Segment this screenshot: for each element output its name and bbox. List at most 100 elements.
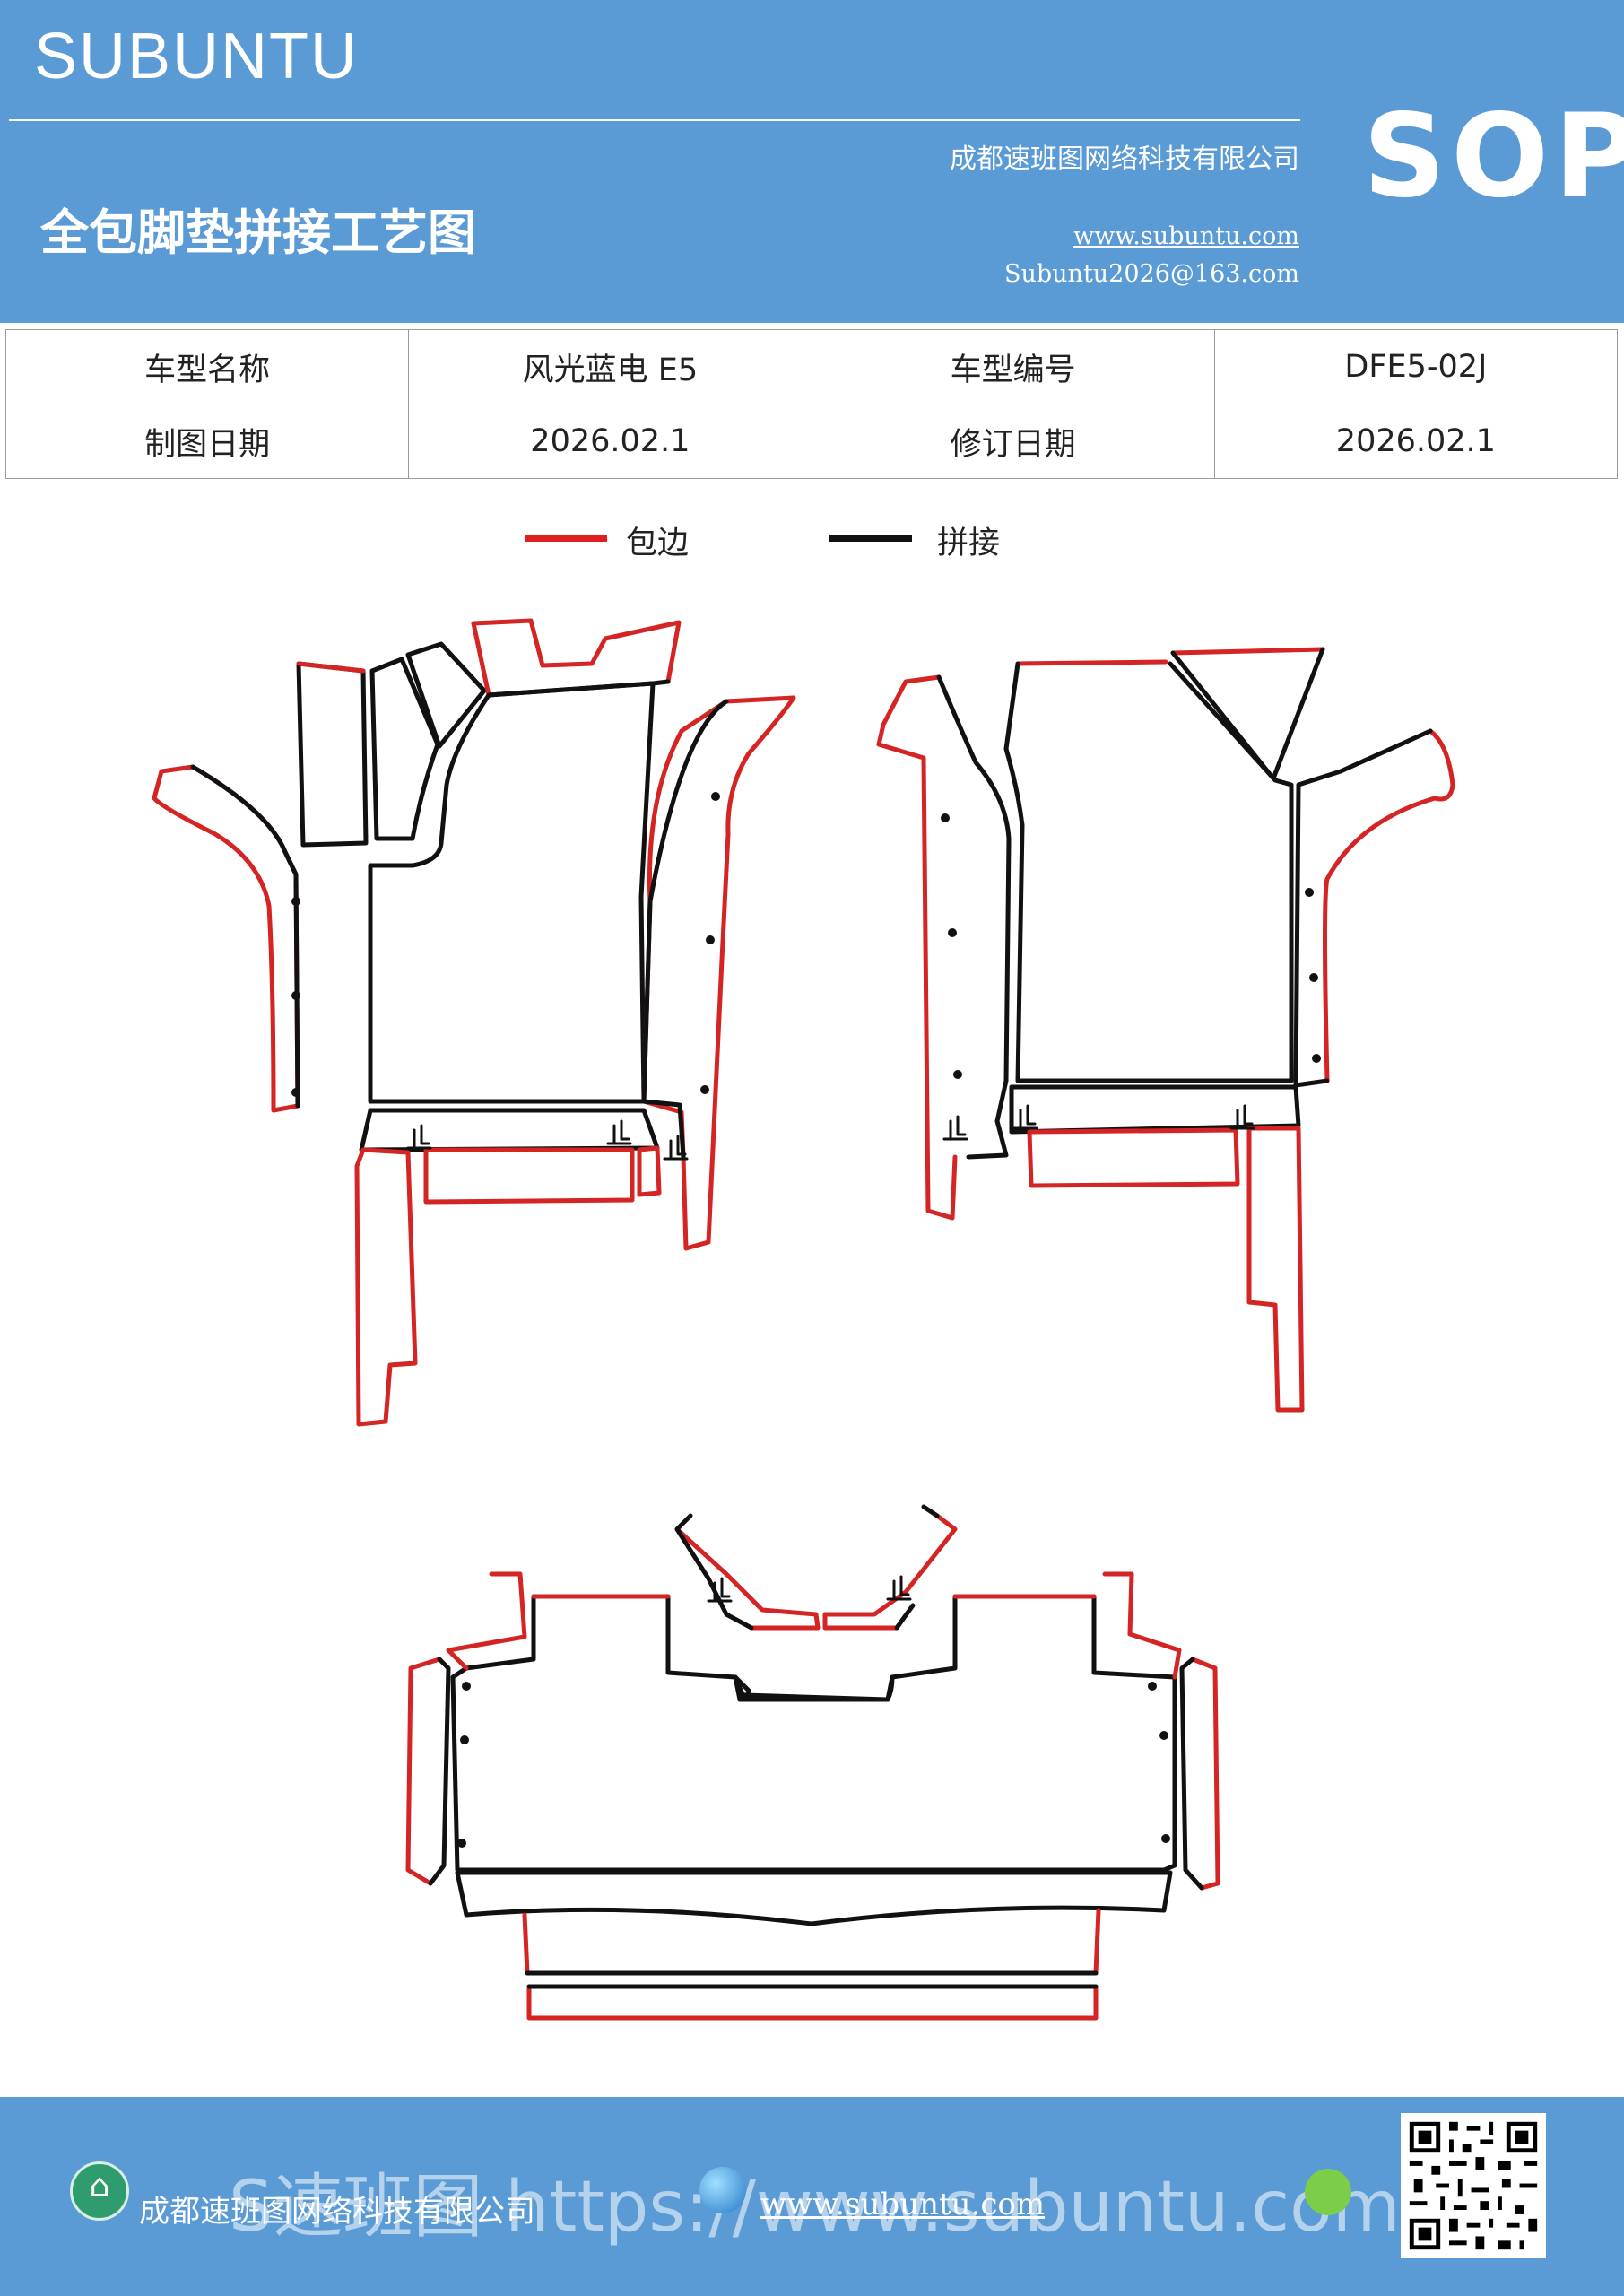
- splice-mark: [942, 1115, 968, 1141]
- building-icon: [70, 2161, 129, 2221]
- table-cell: 修订日期: [811, 404, 1215, 479]
- passenger-main-mat: [1015, 659, 1168, 666]
- footer-banner: S速班图 https://www.subuntu.com 成都速班图网络科技有限…: [0, 2097, 1624, 2296]
- footer-website-link[interactable]: www.subuntu.com: [760, 2187, 1046, 2222]
- splice-mark: [1012, 1104, 1038, 1130]
- clip-dot: [941, 813, 950, 822]
- clip-dot: [1305, 888, 1314, 897]
- driver-left-strip: [296, 661, 369, 848]
- splice-marks: [406, 1104, 1255, 1603]
- passenger-rear-strip: [1027, 1127, 1240, 1188]
- clip-dot: [291, 1088, 300, 1097]
- driver-rear-strip: [354, 1147, 418, 1427]
- table-cell: 车型名称: [4, 329, 410, 404]
- rear-bottom-strip-2: [526, 1984, 1099, 2021]
- splice-mark: [406, 1124, 432, 1150]
- rear-tab-right: [822, 1513, 958, 1631]
- legend-swatch-edge: [525, 535, 607, 542]
- clip-dot: [462, 1682, 471, 1691]
- rear-main-mat: [450, 1594, 1177, 1873]
- rear-right-corner: [1102, 1571, 1182, 1680]
- driver-left-strip-edge: [296, 661, 366, 674]
- table-cell: 制图日期: [4, 404, 410, 479]
- sop-badge: SOP: [1363, 90, 1624, 223]
- legend: 包边 拼接: [0, 523, 1624, 577]
- splice-mark: [606, 1119, 632, 1145]
- table-row: 制图日期 2026.02.1 修订日期 2026.02.1: [4, 404, 1619, 479]
- legend-label-seam: 拼接: [937, 526, 1001, 561]
- table-cell: 2026.02.1: [1213, 404, 1619, 479]
- driver-outer-strip: [152, 764, 300, 1113]
- rear-tab-right-seam: [894, 1504, 940, 1631]
- driver-rear-strip-2: [423, 1147, 635, 1205]
- company-name: 成都速班图网络科技有限公司: [950, 144, 1299, 175]
- passenger-right-strip-seam: [1293, 728, 1433, 1088]
- table-cell: 2026.02.1: [408, 404, 812, 479]
- rear-tab-left-seam: [674, 1513, 754, 1631]
- clip-markers: [291, 792, 1321, 1848]
- clip-dot: [1161, 1834, 1170, 1843]
- driver-side-mats: [152, 618, 796, 1427]
- rear-right-strip-seam: [1179, 1657, 1204, 1891]
- clip-dot: [291, 991, 300, 1000]
- rear-bottom-strip: [522, 1908, 1101, 1976]
- rear-bottom-seam-band: [455, 1870, 1173, 1926]
- passenger-side-mats: [876, 647, 1455, 1413]
- passenger-rear-strip-2: [1246, 1126, 1305, 1413]
- footer-company-name: 成都速班图网络科技有限公司: [139, 2194, 535, 2230]
- passenger-left-strip: [876, 674, 958, 1221]
- footer-watermark: S速班图 https://www.subuntu.com: [229, 2167, 1401, 2248]
- driver-rear-strip-3: [637, 1145, 662, 1197]
- driver-left-strip-2: [369, 657, 440, 841]
- rear-left-corner: [446, 1571, 527, 1671]
- qr-code: [1401, 2113, 1546, 2258]
- splice-mark: [707, 1577, 733, 1603]
- rear-seat-mats: [405, 1504, 1220, 2021]
- rear-tab-left: [674, 1526, 821, 1631]
- rear-center-tab: [733, 1674, 895, 1702]
- clip-dot: [948, 928, 957, 937]
- clip-dot: [700, 1085, 709, 1094]
- table-cell: 风光蓝电 E5: [408, 329, 812, 404]
- legend-label-edge: 包边: [626, 526, 690, 561]
- passenger-bottom-seam-band: [1009, 1084, 1301, 1135]
- legend-swatch-seam: [829, 535, 912, 542]
- passenger-left-strip-seam: [936, 674, 1012, 1160]
- passenger-corner-piece-seam: [1170, 647, 1325, 781]
- clip-dot: [1159, 1731, 1168, 1740]
- clip-dot: [1148, 1682, 1157, 1691]
- brand-logo: SUBUNTU: [34, 21, 360, 92]
- rear-right-strip: [1190, 1657, 1220, 1891]
- splice-mark: [1229, 1104, 1255, 1130]
- driver-top-seam: [486, 679, 671, 698]
- passenger-main-mat-body: [1003, 661, 1294, 1083]
- clip-dot: [706, 935, 715, 944]
- header-banner: SUBUNTU SOP 全包脚垫拼接工艺图 成都速班图网络科技有限公司 www.…: [0, 0, 1624, 323]
- driver-outer-strip-seam: [190, 764, 300, 1109]
- clip-dot: [457, 1839, 466, 1848]
- passenger-corner-piece: [1170, 647, 1325, 656]
- globe-icon: [699, 2167, 746, 2213]
- rear-left-strip: [405, 1657, 442, 1886]
- clip-dot: [291, 897, 300, 906]
- email-address: Subuntu2026@163.com: [1004, 260, 1299, 288]
- vehicle-info-table: 车型名称 风光蓝电 E5 车型编号 DFE5-02J 制图日期 2026.02.…: [4, 329, 1619, 479]
- header-divider: [9, 119, 1300, 121]
- clip-dot: [1309, 973, 1318, 982]
- clip-dot: [460, 1735, 469, 1744]
- driver-left-strip-3: [405, 641, 487, 749]
- driver-door-strip-seam: [641, 699, 729, 1160]
- driver-top-edge: [471, 618, 682, 698]
- website-link[interactable]: www.subuntu.com: [1073, 222, 1299, 250]
- table-cell: DFE5-02J: [1213, 329, 1619, 404]
- driver-main-mat: [368, 681, 656, 1104]
- table-row: 车型名称 风光蓝电 E5 车型编号 DFE5-02J: [4, 329, 1619, 404]
- driver-door-strip: [641, 695, 796, 1251]
- clip-dot: [1312, 1054, 1321, 1063]
- rear-left-strip-seam: [428, 1657, 451, 1886]
- document-title: 全包脚垫拼接工艺图: [40, 204, 476, 261]
- clip-dot: [711, 792, 720, 801]
- passenger-right-strip: [1323, 728, 1455, 1083]
- table-cell: 车型编号: [811, 329, 1215, 404]
